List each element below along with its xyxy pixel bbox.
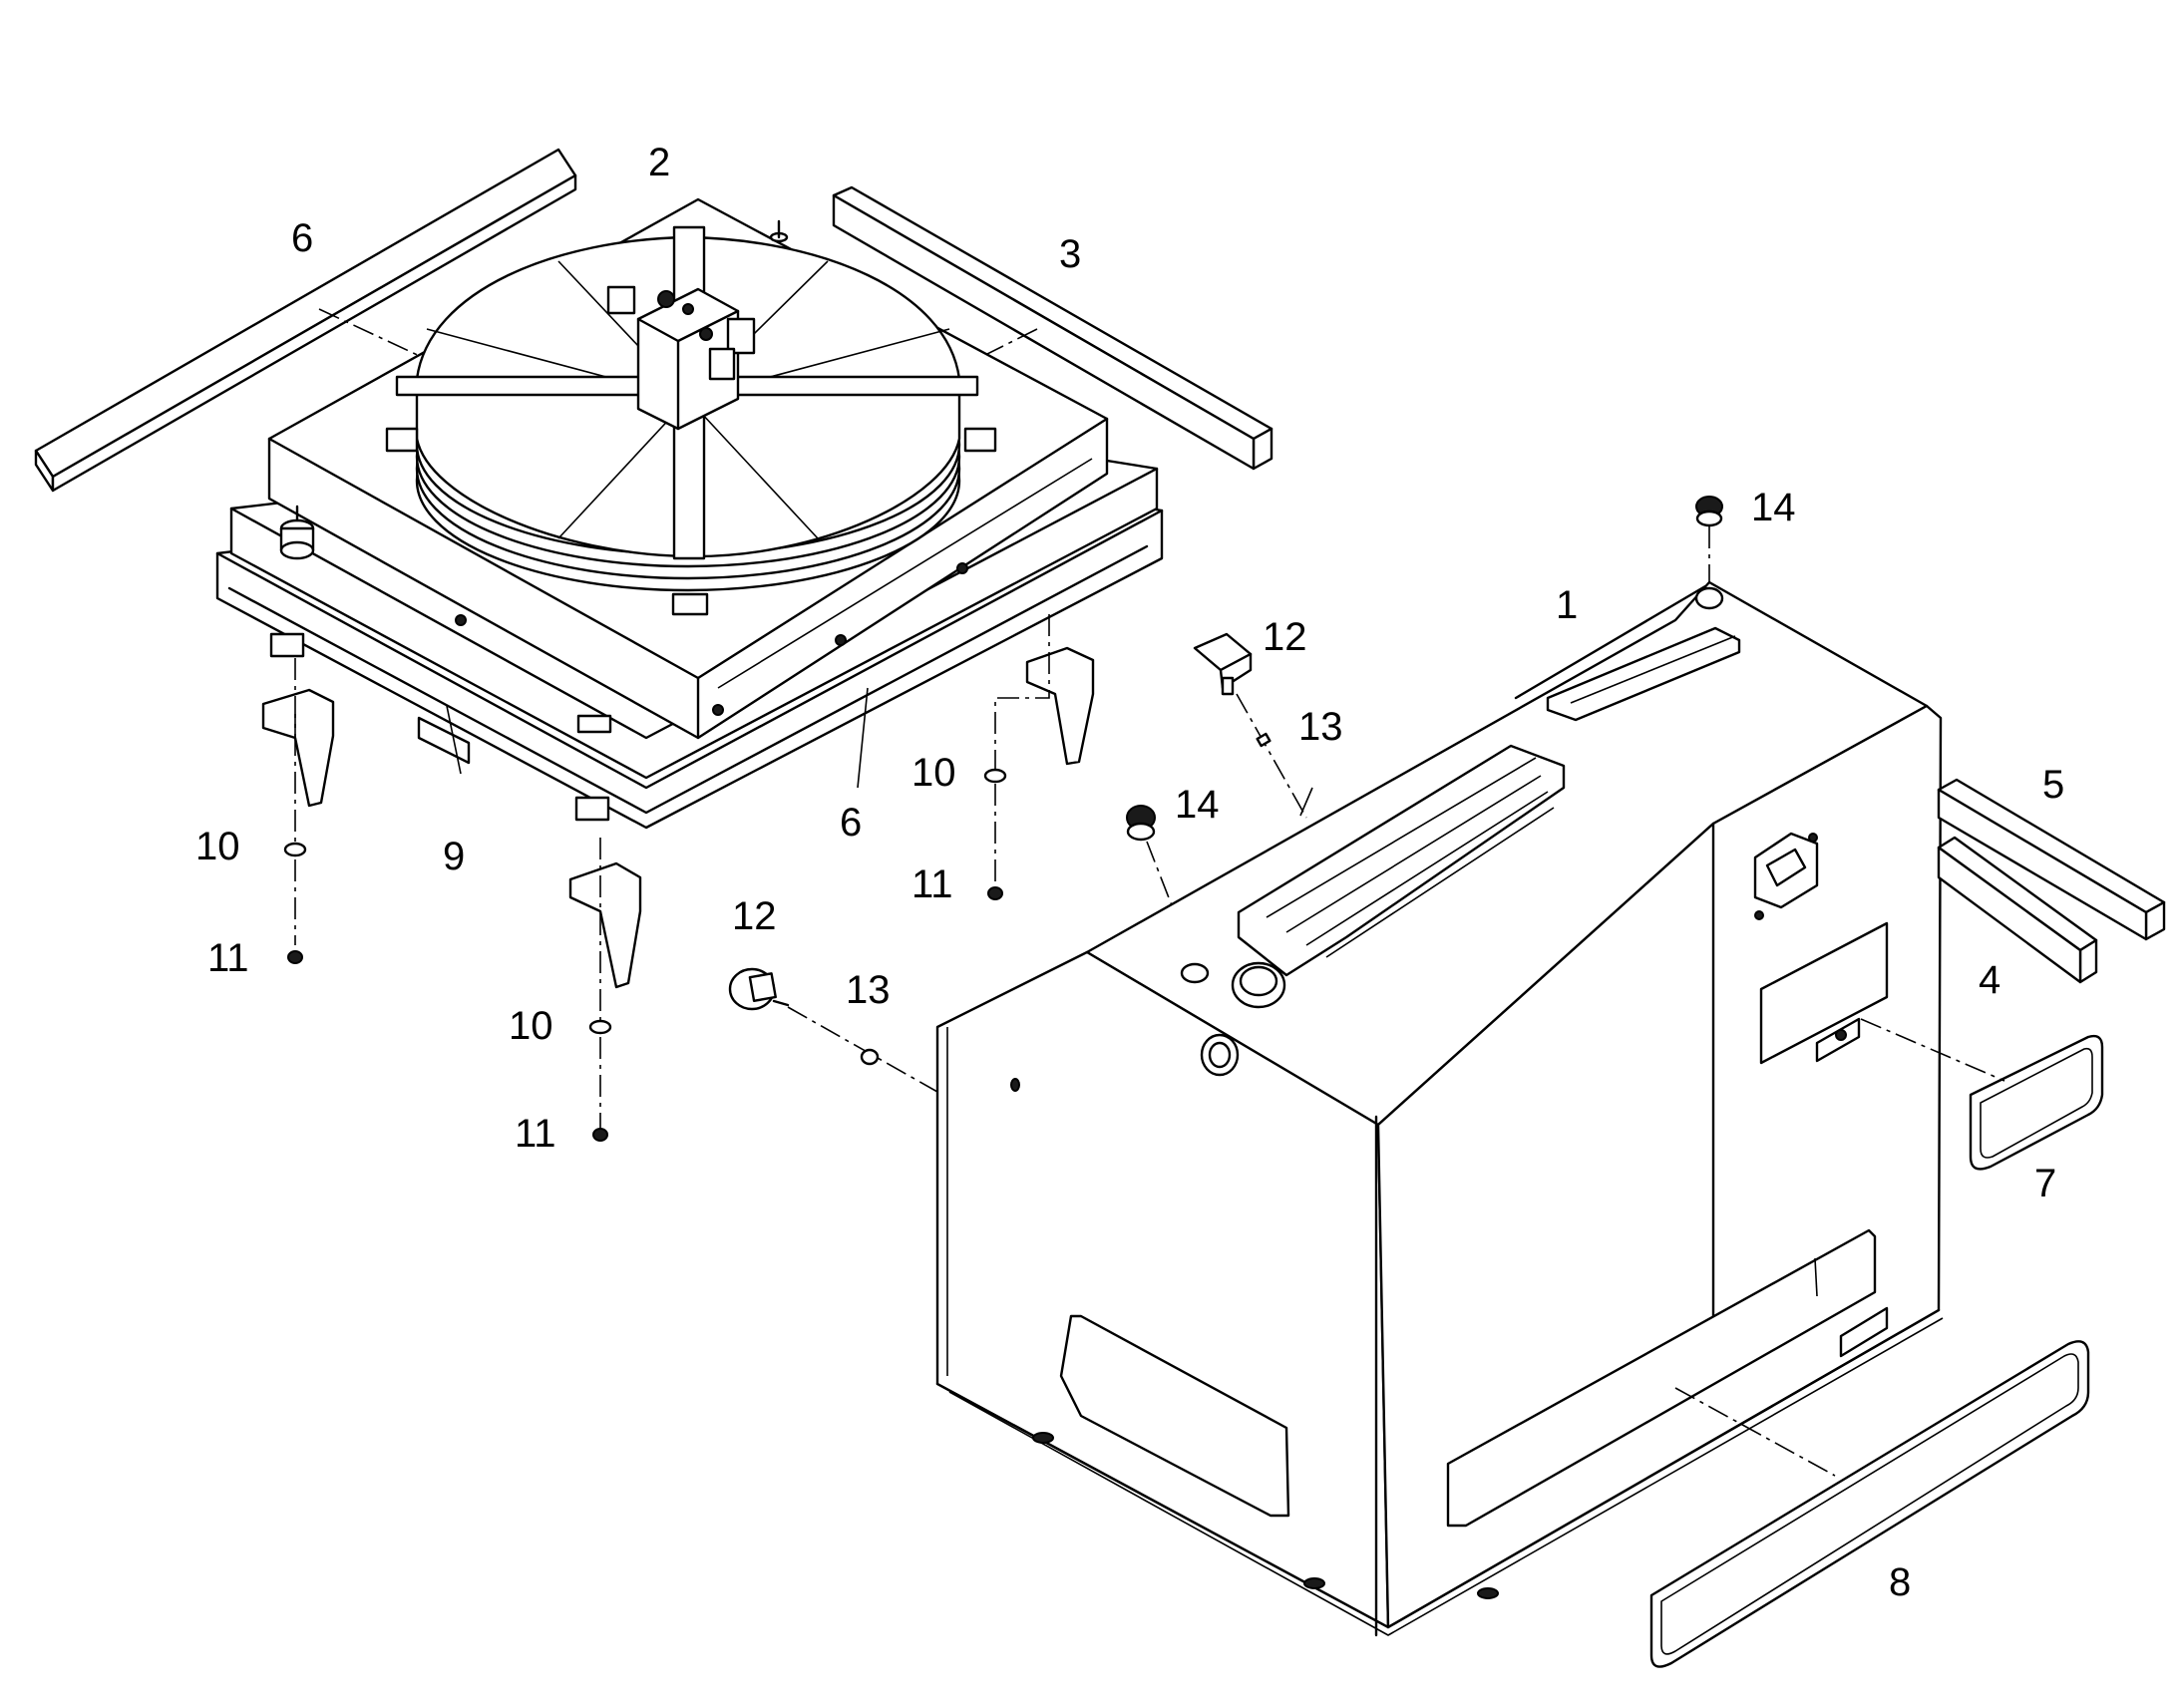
callout-3: 3	[1059, 232, 1081, 276]
part-12-lower-knob	[728, 967, 938, 1093]
callout-7: 7	[2034, 1162, 2056, 1205]
callout-11: 11	[515, 1112, 556, 1156]
callout-12: 12	[1263, 615, 1307, 659]
part-14-lower-grommet	[1126, 805, 1194, 960]
callout-10: 10	[195, 825, 240, 868]
part-14-upper-grommet	[1695, 496, 1723, 596]
grille-slots	[1266, 757, 1555, 958]
mount-bracket-left	[261, 658, 335, 964]
callout-6: 6	[291, 216, 313, 260]
mount-bracket-mid	[568, 838, 642, 1142]
part-7-gasket	[1860, 1018, 2104, 1171]
callout-11: 11	[911, 862, 953, 906]
callout-14: 14	[1751, 486, 1796, 529]
callout-2: 2	[648, 141, 670, 184]
mount-bracket-right	[983, 614, 1095, 900]
side-fitting	[1753, 832, 1819, 920]
callout-labels: 2 6 3 14 1 12 13 10 14 6 9 10 11 11 12 1…	[195, 141, 2064, 1604]
callout-10: 10	[509, 1004, 553, 1048]
callout-5: 5	[2042, 763, 2064, 807]
callout-1: 1	[1556, 583, 1578, 627]
part-1-housing	[935, 580, 1944, 1637]
callout-11: 11	[207, 936, 249, 980]
callout-6: 6	[840, 801, 862, 845]
callout-13: 13	[846, 968, 891, 1012]
callout-8: 8	[1889, 1560, 1911, 1604]
part-5-bar	[1937, 778, 2166, 941]
hydraulic-motor	[606, 285, 756, 431]
part-4-bar	[1937, 836, 2098, 984]
callout-9: 9	[443, 835, 465, 878]
mount-post-left	[279, 505, 315, 560]
callout-4: 4	[1979, 958, 2000, 1002]
part-12-upper-knob	[1193, 632, 1307, 819]
mount-post-right	[769, 219, 789, 243]
callout-12: 12	[732, 894, 777, 938]
callout-10: 10	[911, 751, 956, 795]
part-6-upper-bar	[34, 148, 577, 493]
callout-13: 13	[1298, 705, 1343, 749]
part-8-gasket	[1649, 1340, 2090, 1668]
part-2-fan-shroud	[385, 225, 997, 616]
callout-leaders	[446, 687, 1313, 817]
callout-14: 14	[1175, 783, 1220, 827]
